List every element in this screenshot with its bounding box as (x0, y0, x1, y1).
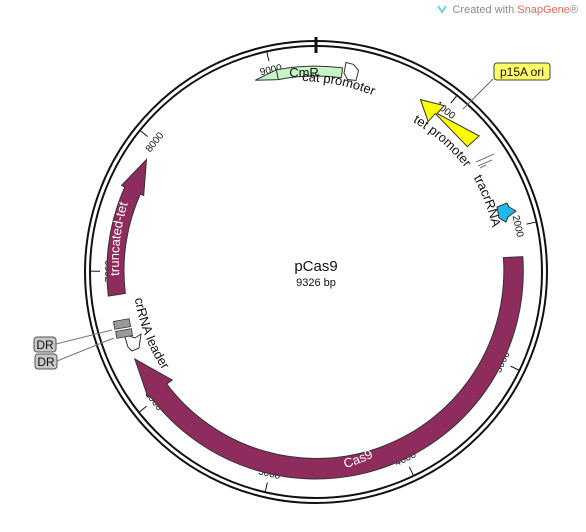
snapgene-logo-icon (437, 5, 448, 14)
dr-2-callout-box (34, 353, 58, 370)
cmr-arrow[interactable] (255, 65, 344, 81)
tick-4000 (408, 466, 415, 477)
tick-1000 (450, 95, 458, 104)
tick-3000 (510, 365, 520, 371)
dr-1-label: DR (36, 338, 54, 352)
tick-label-8000: 8000 (144, 130, 167, 155)
tick-5000 (264, 482, 268, 493)
dr-1-leader-line (55, 329, 113, 345)
plasmid-name: pCas9 (294, 258, 337, 275)
dr-1-callout-box (33, 336, 57, 353)
dr-2-label: DR (37, 355, 55, 369)
tick-8000 (139, 129, 149, 138)
tracrrna-arrow[interactable] (496, 202, 517, 223)
dr-repeat-1[interactable] (112, 318, 132, 330)
tracrrna-label: tracrRNA (471, 172, 504, 229)
cat-promoter-label: cat promoter (302, 69, 378, 98)
truncated-tetac-arrow[interactable] (106, 158, 148, 297)
credit-registered-mark: ® (569, 4, 578, 16)
truncated-tetac-label: truncated-tetAC (0, 0, 131, 276)
p15a-ori-label: p15A ori (500, 65, 544, 79)
cmr-label: CmR (289, 65, 319, 80)
cas9-arrow[interactable] (133, 256, 524, 480)
dr-repeat-2[interactable] (115, 328, 134, 339)
tet-promoter-marker (475, 153, 495, 169)
cat-promoter-arrow[interactable] (343, 61, 360, 82)
tracrrna-text: tracrRNA (471, 172, 504, 229)
tick-6000 (138, 405, 148, 413)
p15a-ori-callout-box (493, 62, 551, 81)
tick-2000 (526, 221, 537, 225)
dr-2-leader-line (56, 337, 115, 362)
snapgene-credit: Created with SnapGene® (437, 4, 578, 16)
plasmid-length: 9326 bp (296, 277, 336, 289)
credit-text: Created with (452, 4, 518, 16)
tick-label-2000: 2000 (510, 214, 526, 239)
credit-brand: SnapGene (517, 4, 570, 16)
cat-promoter-text: cat promoter (302, 69, 378, 98)
truncated-tetac-text: truncated-tetAC (0, 0, 131, 276)
p15a-ori-arrow[interactable] (419, 98, 481, 148)
p15a-ori-leader-line (462, 78, 494, 110)
tick-9000 (266, 51, 270, 62)
